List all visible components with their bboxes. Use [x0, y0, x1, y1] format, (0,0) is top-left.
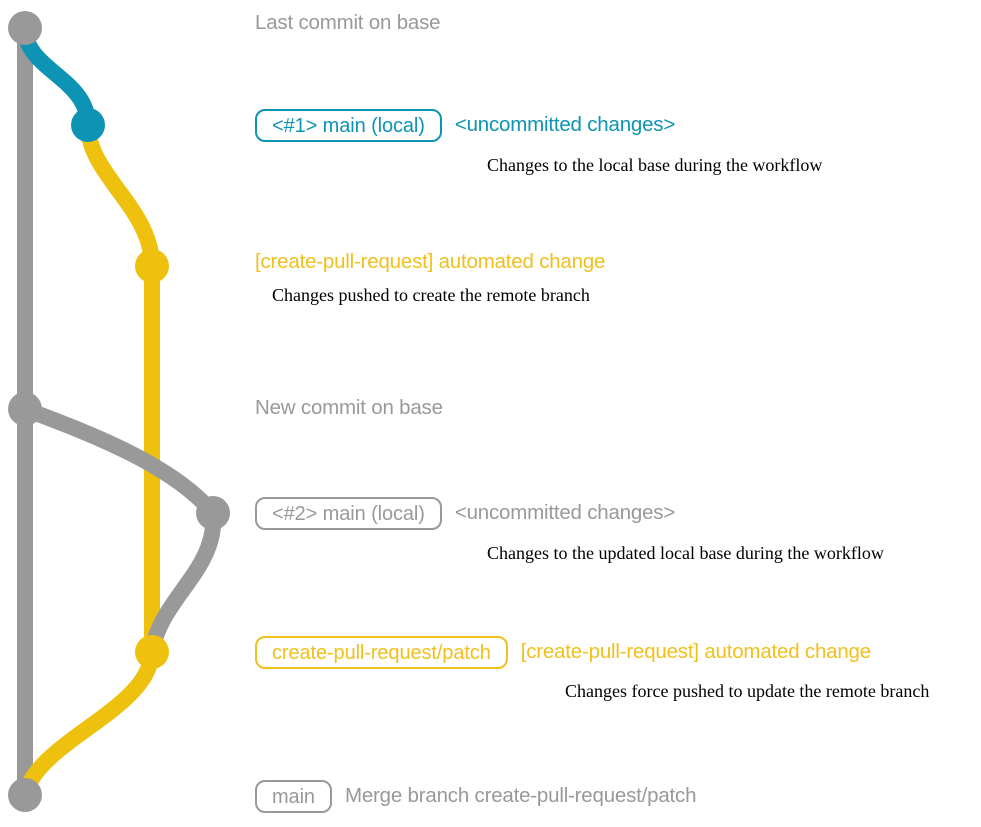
- commit-row-head: <#2> main (local) <uncommitted changes>: [255, 497, 675, 530]
- node-last-commit-on-base: [8, 11, 42, 45]
- commit-row-head: New commit on base: [255, 396, 443, 419]
- ref-pill-main-local-2[interactable]: <#2> main (local): [255, 497, 442, 530]
- commit-subject: Last commit on base: [255, 11, 441, 34]
- commit-row-local-2: <#2> main (local) <uncommitted changes> …: [255, 497, 884, 562]
- commit-row-automated-2: create-pull-request/patch [create-pull-r…: [255, 636, 929, 700]
- commit-row-head: main Merge branch create-pull-request/pa…: [255, 780, 696, 813]
- commit-row-automated-1: [create-pull-request] automated change C…: [255, 250, 606, 305]
- node-local-2: [196, 496, 230, 530]
- node-new-commit-on-base: [8, 392, 42, 426]
- node-automated-1: [135, 249, 169, 283]
- commit-subject: <uncommitted changes>: [454, 113, 676, 137]
- edge-local-1-to-automated-1: [80, 117, 160, 274]
- commit-subject: [create-pull-request] automated change: [520, 640, 871, 664]
- commit-row-last-commit-on-base: Last commit on base: [255, 11, 441, 34]
- edge-base-to-local-2: [17, 401, 221, 521]
- commit-row-merge: main Merge branch create-pull-request/pa…: [255, 780, 696, 813]
- ref-pill-create-pull-request-patch[interactable]: create-pull-request/patch: [255, 636, 508, 669]
- edge-automated-2-to-merge: [17, 644, 160, 803]
- commit-subject: [create-pull-request] automated change: [255, 250, 606, 273]
- edge-base-to-local-1: [17, 20, 96, 133]
- commit-note: Changes force pushed to update the remot…: [565, 681, 930, 701]
- node-merge: [8, 778, 42, 812]
- commit-note: Changes pushed to create the remote bran…: [272, 284, 590, 305]
- ref-pill-main[interactable]: main: [255, 780, 332, 813]
- commit-row-head: [create-pull-request] automated change: [255, 250, 606, 273]
- commit-row-head: <#1> main (local) <uncommitted changes>: [255, 109, 675, 142]
- commit-subject: New commit on base: [255, 396, 443, 419]
- node-automated-2: [135, 635, 169, 669]
- node-local-1: [71, 108, 105, 142]
- commit-nodes: [8, 11, 230, 812]
- commit-subject: Merge branch create-pull-request/patch: [344, 784, 697, 808]
- commit-subject: <uncommitted changes>: [454, 501, 676, 525]
- ref-pill-main-local-1[interactable]: <#1> main (local): [255, 109, 442, 142]
- commit-note: Changes to the updated local base during…: [487, 543, 884, 563]
- commit-row-local-1: <#1> main (local) <uncommitted changes> …: [255, 109, 822, 174]
- commit-row-head: Last commit on base: [255, 11, 441, 34]
- commit-note: Changes to the local base during the wor…: [487, 155, 823, 175]
- edge-local-2-to-automated-2: [144, 505, 222, 660]
- commit-row-new-commit-on-base: New commit on base: [255, 396, 443, 419]
- commit-row-head: create-pull-request/patch [create-pull-r…: [255, 636, 871, 669]
